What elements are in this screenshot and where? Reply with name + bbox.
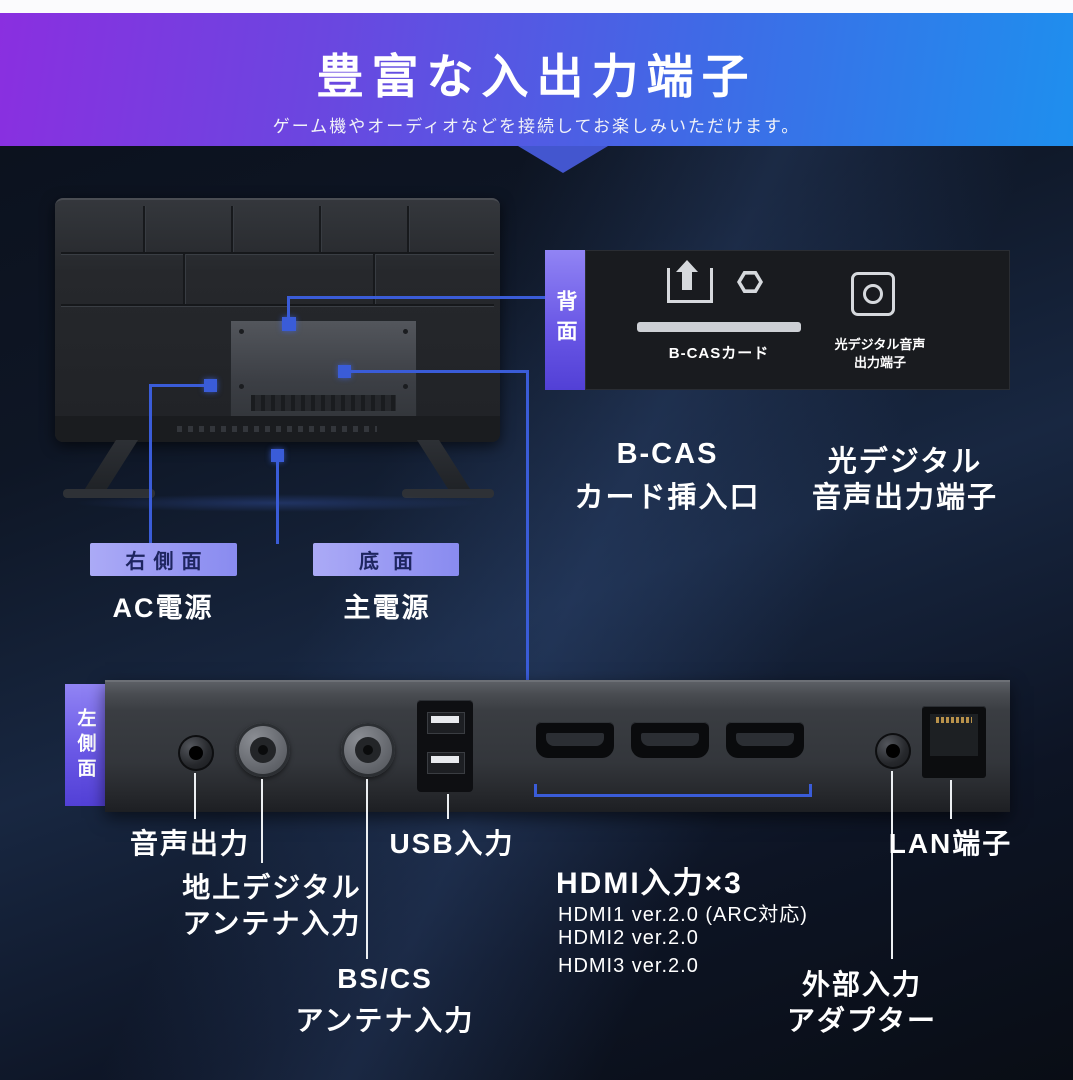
tv-left-foot-base (63, 489, 155, 498)
hdmi-port-3 (726, 722, 804, 758)
callout-dot-sidepanel (338, 365, 351, 378)
label-ext-line1: 外部入力 (801, 969, 922, 1000)
line-audio-out (194, 773, 196, 819)
label-bscs-line2: アンテナ入力 (295, 1005, 475, 1036)
callout-line-ac-h (149, 384, 207, 387)
bcas-card-slot (637, 322, 801, 332)
tv-back-illustration (55, 198, 500, 512)
optical-port-icon (851, 272, 895, 316)
page-subtitle: ゲーム機やオーディオなどを接続してお楽しみいただけます。 (272, 117, 801, 136)
line-ext-input (891, 771, 893, 959)
line-bscs (366, 779, 368, 959)
bcas-insert-arrow-icon (676, 260, 698, 272)
terrestrial-antenna-port (236, 723, 290, 777)
audio-out-jack-port (178, 735, 214, 771)
header-banner (0, 13, 1073, 146)
tv-right-foot-base (402, 489, 494, 498)
callout-line-sidepanel-v (526, 370, 529, 682)
chip-right-side-label: 右側面 (125, 551, 210, 573)
label-hdmi-detail-1: HDMI1 ver.2.0 (ARC対応) (558, 904, 808, 926)
rear-panel: B-CASカード 光デジタル音声 出力端子 (585, 250, 1010, 390)
caption-optical-line1: 光デジタル (827, 446, 983, 478)
hdmi-port-2 (631, 722, 709, 758)
tab-left-side: 左側面 (65, 684, 105, 806)
label-lan: LAN端子 (888, 828, 1013, 859)
callout-line-bcas-h (287, 296, 547, 299)
callout-line-ac-v (149, 384, 152, 544)
line-usb (447, 794, 449, 819)
chip-right-side: 右側面 (90, 543, 237, 576)
callout-dot-ac (204, 379, 217, 392)
callout-line-sidepanel-h (349, 370, 529, 373)
label-ext-line2: アダプター (786, 1005, 937, 1036)
line-terrestrial (261, 779, 263, 863)
lan-port (922, 706, 986, 778)
caption-ac-power: AC電源 (112, 593, 214, 623)
line-lan (950, 780, 952, 819)
optical-label-line2: 出力端子 (853, 355, 906, 370)
callout-line-bcas-v (287, 296, 290, 322)
bscs-antenna-port (341, 723, 395, 777)
caption-optical-line2: 音声出力端子 (811, 482, 998, 514)
label-audio-out: 音声出力 (129, 828, 250, 859)
label-bscs-line1: BS/CS (337, 963, 433, 994)
bcas-slot-label: B-CASカード (668, 345, 770, 362)
caption-main-power: 主電源 (343, 593, 431, 623)
label-hdmi-detail-2: HDMI2 ver.2.0 (558, 927, 699, 949)
label-terrestrial-line2: アンテナ入力 (182, 908, 362, 939)
screw-hexagon-icon (737, 270, 763, 294)
optical-label-line1: 光デジタル音声 (834, 337, 926, 352)
tab-rear-face: 背面 (545, 250, 585, 390)
caption-bcas-line2: カード挿入口 (574, 482, 761, 514)
caption-bcas-line1: B-CAS (616, 438, 719, 470)
bcas-insert-icon (667, 268, 713, 303)
tv-left-foot (83, 440, 138, 492)
chip-bottom-side-label: 底面 (359, 551, 427, 573)
callout-dot-bcas (282, 317, 296, 331)
tv-right-foot (417, 440, 472, 492)
callout-line-mainpower-v (276, 460, 279, 544)
usb-port-block (417, 700, 473, 792)
label-hdmi-title: HDMI入力×3 (556, 867, 743, 900)
top-white-strip (0, 0, 1073, 13)
banner-pointer (518, 146, 608, 173)
page-title: 豊富な入出力端子 (316, 52, 757, 104)
ext-input-jack-port (875, 733, 911, 769)
label-usb: USB入力 (389, 828, 515, 859)
hdmi-bracket (534, 794, 812, 797)
callout-dot-mainpower (271, 449, 284, 462)
chip-bottom-side: 底面 (313, 543, 459, 576)
label-hdmi-detail-3: HDMI3 ver.2.0 (558, 955, 699, 977)
hdmi-port-1 (536, 722, 614, 758)
label-terrestrial-line1: 地上デジタル (182, 872, 362, 903)
